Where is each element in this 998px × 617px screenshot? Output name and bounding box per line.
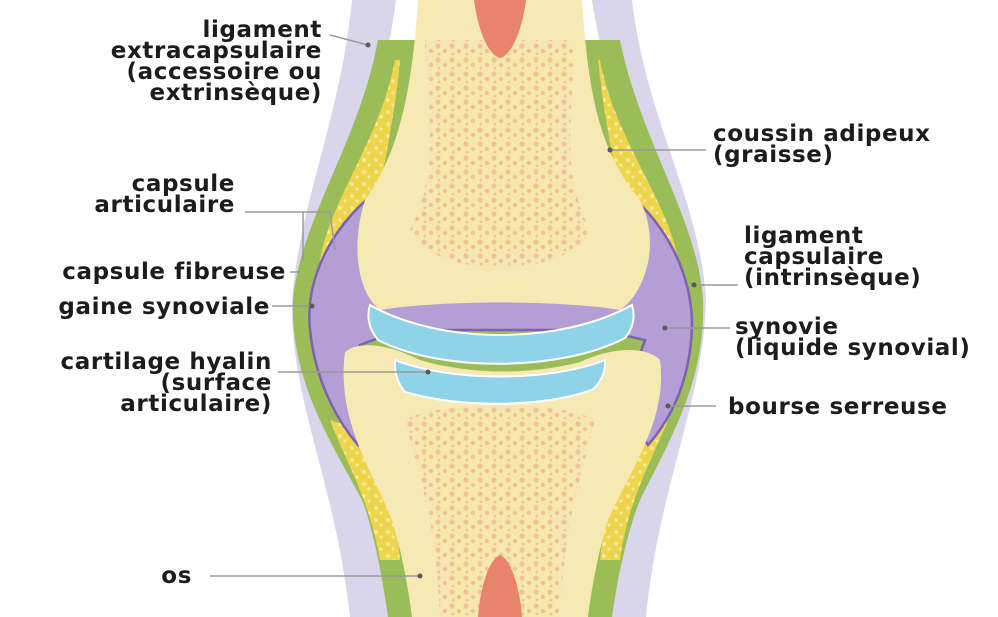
label-capsule-fibreuse: capsule fibreuse	[62, 262, 286, 283]
label-cartilage-hyalin: cartilage hyalin (surface articulaire)	[61, 352, 272, 415]
label-capsule-articulaire: capsule articulaire	[94, 174, 235, 216]
label-coussin-adipeux: coussin adipeux (graisse)	[713, 124, 931, 166]
label-gaine-synoviale: gaine synoviale	[58, 297, 270, 318]
upper-bone-spongy	[410, 40, 590, 268]
label-os: os	[161, 566, 192, 587]
label-ligament-extracapsulaire: ligament extracapsulaire (accessoire ou …	[111, 20, 322, 104]
label-synovie: synovie (liquide synovial)	[735, 317, 971, 359]
label-ligament-capsulaire: ligament capsulaire (intrinsèque)	[744, 226, 921, 289]
label-bourse-serreuse: bourse serreuse	[728, 397, 948, 418]
